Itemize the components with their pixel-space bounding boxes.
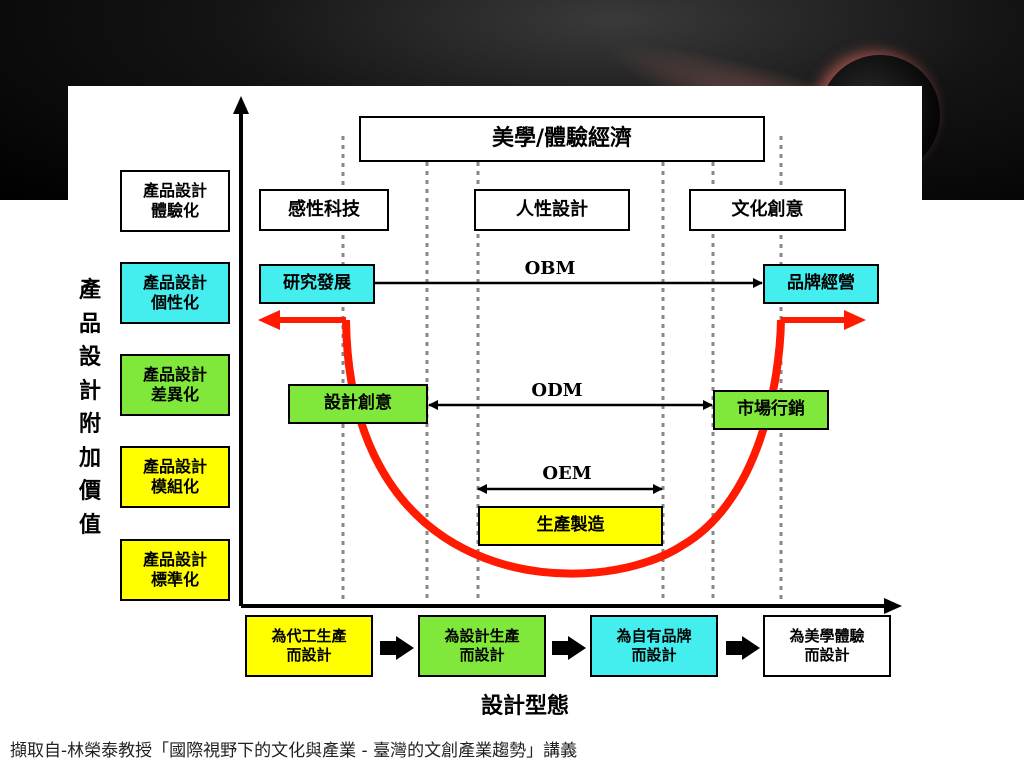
curve-left-arrowhead xyxy=(258,310,280,330)
level-label-3: 產品設計 差異化 xyxy=(142,365,207,404)
level-label-4: 產品設計 模組化 xyxy=(142,457,207,496)
y-axis-label: 產品設計附加價值 xyxy=(78,277,101,538)
research-box: 研究發展 xyxy=(259,264,375,304)
design-type-label-1: 為代工生產 而設計 xyxy=(271,627,347,664)
category-label-2: 人性設計 xyxy=(516,198,588,220)
level-label-2: 產品設計 個性化 xyxy=(142,273,207,312)
x-axis-arrowhead xyxy=(884,598,902,614)
banner-box: 美學/體驗經濟 xyxy=(359,116,765,162)
design-type-box-4: 為美學體驗 而設計 xyxy=(763,615,891,677)
dotted-guides xyxy=(341,136,783,600)
category-box-3: 文化創意 xyxy=(689,189,846,231)
design-type-label-4: 為美學體驗 而設計 xyxy=(789,627,865,664)
marketing-label: 市場行銷 xyxy=(737,399,805,420)
manufacturing-box: 生產製造 xyxy=(478,506,663,546)
category-box-2: 人性設計 xyxy=(474,189,630,231)
x-axis-label: 設計型態 xyxy=(480,693,569,719)
marketing-box: 市場行銷 xyxy=(713,390,829,430)
obm-label: OBM xyxy=(524,258,576,279)
level-box-4: 產品設計 模組化 xyxy=(120,446,230,508)
level-box-5: 產品設計 標準化 xyxy=(120,539,230,601)
design-type-label-2: 為設計生產 而設計 xyxy=(444,627,520,664)
research-label: 研究發展 xyxy=(283,273,351,294)
curve-right-arrowhead xyxy=(844,310,866,330)
category-label-1: 感性科技 xyxy=(288,198,360,220)
level-label-5: 產品設計 標準化 xyxy=(142,550,207,589)
level-box-3: 產品設計 差異化 xyxy=(120,354,230,416)
odm-label: ODM xyxy=(531,380,583,401)
level-box-2: 產品設計 個性化 xyxy=(120,262,230,324)
design-type-box-2: 為設計生產 而設計 xyxy=(418,615,546,677)
source-caption: 擷取自-林榮泰教授「國際視野下的文化與產業 - 臺灣的文創產業趨勢」講義 xyxy=(10,741,578,761)
design-type-label-3: 為自有品牌 而設計 xyxy=(616,627,692,664)
design-type-box-3: 為自有品牌 而設計 xyxy=(590,615,718,677)
design-creativity-box: 設計創意 xyxy=(288,384,428,424)
flow-arrows xyxy=(380,636,760,660)
banner-text: 美學/體驗經濟 xyxy=(491,125,633,152)
design-type-box-1: 為代工生產 而設計 xyxy=(245,615,373,677)
category-box-1: 感性科技 xyxy=(259,189,389,231)
category-label-3: 文化創意 xyxy=(731,198,804,220)
level-box-1: 產品設計 體驗化 xyxy=(120,170,230,232)
level-label-1: 產品設計 體驗化 xyxy=(142,181,207,220)
design-creativity-label: 設計創意 xyxy=(324,393,392,414)
y-axis-arrowhead xyxy=(233,96,249,114)
brand-label: 品牌經營 xyxy=(787,273,855,294)
manufacturing-label: 生產製造 xyxy=(536,515,605,536)
oem-label: OEM xyxy=(542,463,592,484)
brand-box: 品牌經營 xyxy=(763,264,879,304)
